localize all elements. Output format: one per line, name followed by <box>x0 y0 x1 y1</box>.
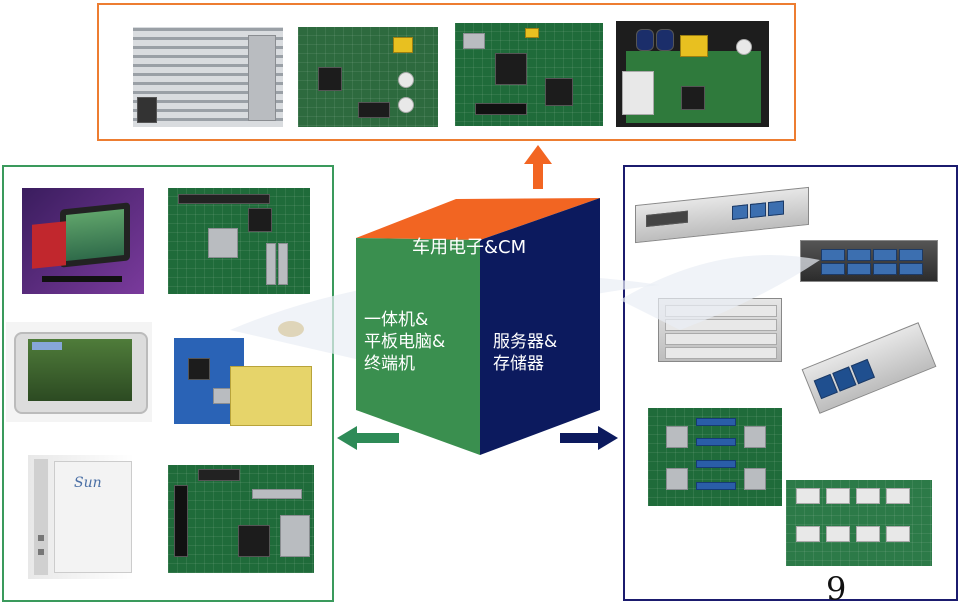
thin-client-motherboard-photo <box>168 465 314 573</box>
server-motherboard-photo <box>648 408 782 506</box>
aluminum-heatsink-module-photo <box>133 27 283 127</box>
all-in-one-pc-photo <box>22 188 144 294</box>
automotive-control-board-photo <box>298 27 438 127</box>
cube-right-label-line: 存储器 <box>493 354 544 374</box>
arrow-up-icon <box>524 145 552 189</box>
cube-left-label: 一体机& 平板电脑& 终端机 <box>364 309 445 375</box>
cube-left-label-line: 一体机& <box>364 310 429 330</box>
cube-right-face <box>480 198 600 455</box>
cube-top-label: 车用电子&CM <box>412 237 527 258</box>
cube-left-face <box>356 238 480 455</box>
cube-left-label-line: 终端机 <box>364 354 415 374</box>
cube-right-label: 服务器& 存储器 <box>493 331 557 375</box>
storage-backplane-photo <box>786 480 932 566</box>
cube-right-label-line: 服务器& <box>493 332 558 352</box>
automotive-products-frame <box>97 3 796 141</box>
embedded-mainboard-photo <box>455 23 603 126</box>
page-number: 9 <box>826 570 847 608</box>
cube-top-face <box>356 198 600 240</box>
sun-thin-client-photo: Sun <box>28 455 134 579</box>
arrow-left-icon <box>337 426 399 450</box>
power-supply-board-photo <box>616 21 769 127</box>
rack-server-2u-photo <box>800 240 938 282</box>
server-storage-products-frame <box>623 165 958 601</box>
cube-left-label-line: 平板电脑& <box>364 332 446 352</box>
tablet-board-with-battery-photo <box>168 318 316 430</box>
arrow-right-icon <box>560 426 618 450</box>
aio-tablet-terminal-products-frame <box>2 165 334 602</box>
tablet-device-photo <box>6 322 152 422</box>
sun-logo: Sun <box>74 475 102 491</box>
all-in-one-motherboard-photo <box>168 188 310 294</box>
